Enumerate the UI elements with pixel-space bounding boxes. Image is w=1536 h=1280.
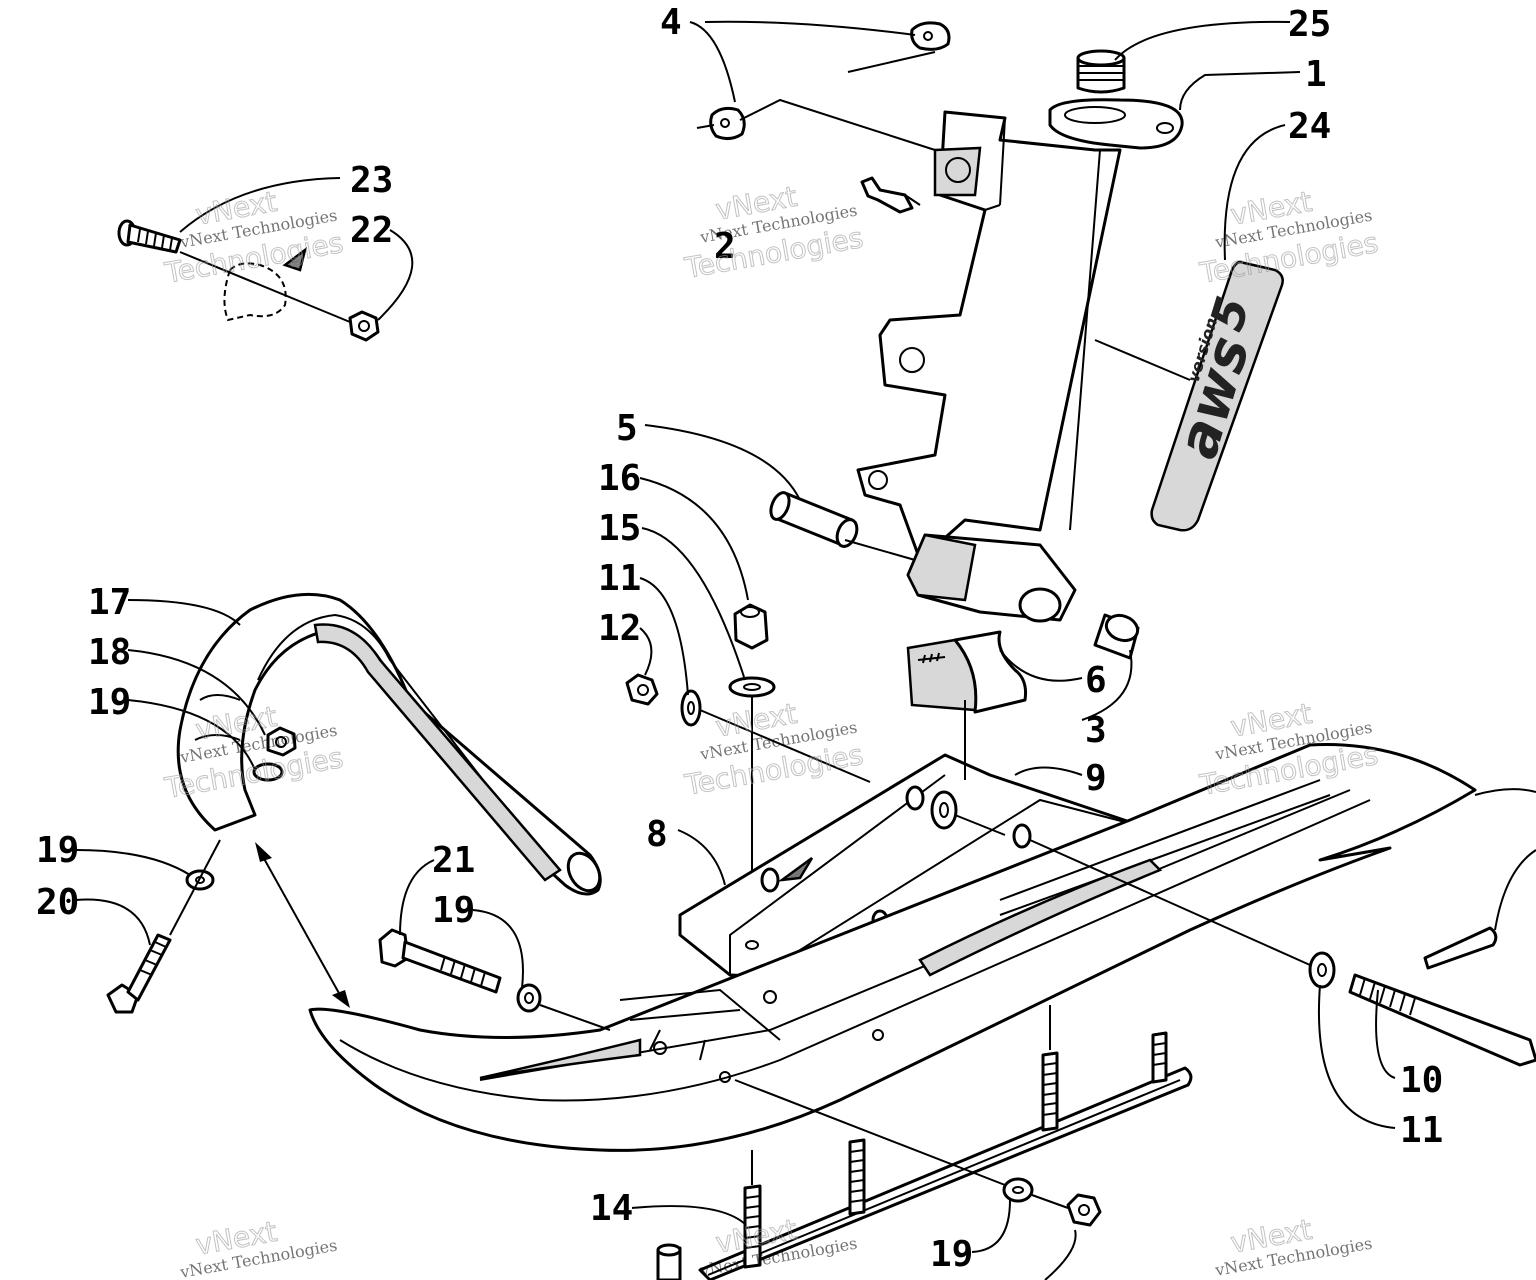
- callout-3: 3: [1085, 710, 1107, 751]
- assembly-arrow: [255, 842, 350, 1008]
- bolt-23-part: [117, 219, 182, 254]
- callout-22: 22: [350, 210, 393, 251]
- callout-15: 15: [598, 508, 641, 549]
- decal-brand: aws: [1165, 329, 1263, 465]
- nut-22-part: [348, 310, 380, 342]
- callout-18: 18: [88, 632, 131, 673]
- callout-23: 23: [350, 160, 393, 201]
- grease-fitting-lower: [696, 106, 746, 141]
- callout-4: 4: [660, 2, 682, 43]
- callout-labels: 4 25 1 24 23 22 2 5 16 15 11 12 17 18 19…: [36, 2, 1443, 1275]
- nut-16-part: [733, 603, 769, 650]
- leader-lines: [75, 20, 1536, 1280]
- callout-16: 16: [598, 458, 641, 499]
- wear-bar-part: [698, 1066, 1193, 1280]
- nut-12-part: [625, 673, 659, 706]
- callout-25: 25: [1288, 4, 1331, 45]
- callout-11-lower: 11: [1400, 1110, 1443, 1151]
- stud-part: [1151, 1031, 1168, 1084]
- callout-20: 20: [36, 882, 79, 923]
- clip-part: [223, 246, 308, 322]
- callout-5: 5: [616, 408, 638, 449]
- bolt-10-part: [1348, 973, 1536, 1067]
- callout-19-bottom: 19: [930, 1234, 973, 1275]
- washer-19-upper-part: [252, 762, 284, 782]
- spindle-part: [856, 98, 1184, 623]
- stop-block-part: [906, 630, 1027, 714]
- stud-part: [656, 1243, 682, 1280]
- cap-plug-part: [1076, 49, 1126, 94]
- bushing-3-part: [1093, 613, 1140, 660]
- bushing-5-part: [769, 491, 859, 548]
- callout-10: 10: [1400, 1060, 1443, 1101]
- callout-17: 17: [88, 582, 131, 623]
- nut-18-part: [266, 726, 297, 757]
- cotter-pin-part: [1423, 926, 1498, 970]
- zerk-fitting-part: [860, 176, 921, 214]
- washer-19-part: [516, 983, 542, 1013]
- callout-21: 21: [432, 840, 475, 881]
- washer-11b-part: [1308, 951, 1336, 989]
- ski-loop-handle-part: [176, 592, 602, 896]
- washer-11a-part: [680, 689, 702, 727]
- nut-bottom-part: [1066, 1193, 1102, 1227]
- bolt-21-part: [378, 928, 502, 994]
- decal-part: aws version 5: [1150, 260, 1284, 532]
- grease-fitting-upper: [910, 21, 951, 51]
- stud-part: [848, 1138, 866, 1216]
- saddle-bracket-part: [678, 753, 1132, 980]
- callout-11-upper: 11: [598, 558, 641, 599]
- washer-15-part: [728, 676, 776, 698]
- callout-1: 1: [1305, 54, 1327, 95]
- callout-12: 12: [598, 608, 641, 649]
- callout-19-upper: 19: [88, 682, 131, 723]
- stud-part: [1041, 1051, 1059, 1132]
- callout-2: 2: [714, 226, 736, 267]
- callout-14: 14: [590, 1188, 633, 1229]
- callout-9: 9: [1085, 758, 1107, 799]
- stud-14-part: [743, 1184, 762, 1269]
- bolt-20-part: [106, 933, 172, 1014]
- washer-9-part: [930, 790, 958, 830]
- ski-part: [308, 743, 1477, 1152]
- washer-19-bottom-part: [1002, 1177, 1034, 1203]
- callout-19-left: 19: [36, 830, 79, 871]
- callout-19-middle: 19: [432, 890, 475, 931]
- callout-24: 24: [1288, 106, 1331, 147]
- callout-6: 6: [1085, 660, 1107, 701]
- callout-8: 8: [646, 814, 668, 855]
